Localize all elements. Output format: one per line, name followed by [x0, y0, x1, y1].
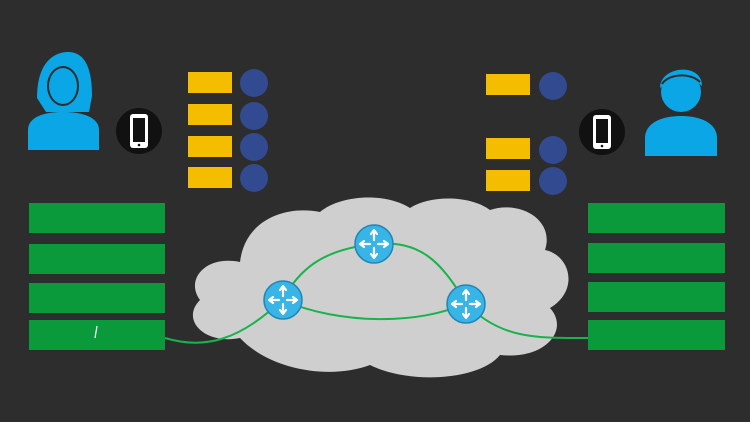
data-circle	[240, 102, 268, 130]
layer-bar	[29, 283, 165, 313]
header-box	[486, 170, 530, 191]
router-icon	[354, 224, 394, 264]
receiver-stack	[486, 69, 725, 350]
layer-bar	[29, 244, 165, 274]
header-box	[486, 138, 530, 159]
layer-bar	[588, 203, 725, 233]
data-circle	[240, 133, 268, 161]
cloud-icon	[192, 197, 569, 378]
layer-bar	[29, 203, 165, 233]
header-box	[188, 104, 232, 125]
router-icon	[263, 280, 303, 320]
header-box	[188, 167, 232, 188]
smartphone-icon	[579, 109, 625, 155]
cursor-mark	[94, 325, 98, 339]
woman-user-icon	[28, 52, 99, 150]
header-box	[188, 136, 232, 157]
sender-stack	[28, 52, 268, 350]
layer-bar	[29, 320, 165, 350]
header-box	[486, 74, 530, 95]
data-circle	[539, 136, 567, 164]
data-circle	[240, 164, 268, 192]
data-circle	[539, 167, 567, 195]
layer-bar	[588, 320, 725, 350]
data-circle	[240, 69, 268, 97]
header-box	[188, 72, 232, 93]
data-circle	[539, 72, 567, 100]
layer-bar	[588, 282, 725, 312]
layer-bar	[588, 243, 725, 273]
man-user-icon	[645, 69, 717, 156]
router-icon	[446, 284, 486, 324]
smartphone-icon	[116, 108, 162, 154]
